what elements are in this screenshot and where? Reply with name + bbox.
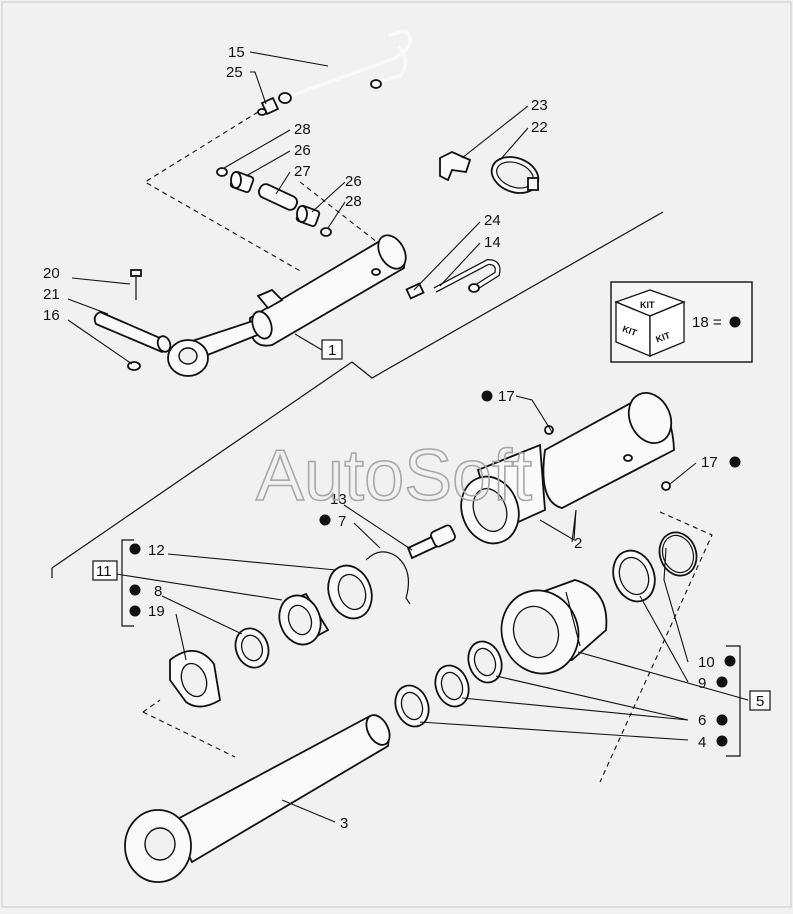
ring-9	[612, 549, 656, 603]
banjo-24	[405, 282, 425, 300]
label-15: 15	[228, 44, 245, 61]
bracket-left	[121, 539, 134, 627]
label-23: 23	[531, 97, 548, 114]
bush-26	[229, 171, 255, 193]
bullet-12	[129, 543, 141, 555]
label-26b: 26	[345, 173, 362, 190]
kit-text-left: KIT	[621, 324, 639, 339]
bullet-9	[716, 676, 728, 688]
bullet-8	[129, 584, 141, 596]
boxed-label-11: 11	[92, 560, 118, 581]
pipe-15	[278, 29, 412, 104]
label-14: 14	[484, 234, 501, 251]
boxed-label-1: 1	[321, 339, 343, 360]
o-ring-17a	[544, 425, 554, 435]
pin-21	[93, 311, 172, 354]
ring-28b	[320, 227, 332, 237]
barrel-2	[460, 392, 675, 545]
bullet-17a	[481, 390, 493, 402]
label-3: 3	[340, 815, 348, 832]
kit-text-top: KIT	[640, 300, 655, 310]
watermark: AutoSoft	[256, 436, 532, 516]
label-19: 19	[148, 603, 165, 620]
boxed-label-5: 5	[749, 690, 771, 711]
kit-equals-label: 18 =	[692, 314, 722, 331]
label-9: 9	[698, 675, 706, 692]
label-28b: 28	[345, 193, 362, 210]
label-7: 7	[338, 513, 346, 530]
label-17b: 17	[701, 454, 718, 471]
label-24: 24	[484, 212, 501, 229]
label-16: 16	[43, 307, 60, 324]
kit-bullet	[729, 316, 741, 328]
rod-3	[124, 714, 391, 883]
wiper-19	[169, 650, 221, 708]
clamp-22	[490, 156, 540, 194]
ring-6b	[434, 664, 470, 708]
seal-8	[234, 627, 270, 669]
clip-23	[439, 151, 472, 182]
label-25: 25	[226, 64, 243, 81]
cylinder-1	[167, 234, 407, 377]
bracket-right	[726, 645, 741, 757]
pipe-14	[433, 258, 501, 293]
label-21: 21	[43, 286, 60, 303]
kit-box: KIT KIT KIT 18 =	[610, 281, 753, 363]
kit-cube-icon: KIT KIT KIT	[614, 289, 686, 357]
label-22: 22	[531, 119, 548, 136]
label-20: 20	[43, 265, 60, 282]
label-10: 10	[698, 654, 715, 671]
ring-12	[327, 564, 373, 620]
ring-6a	[467, 640, 503, 684]
bullet-19	[129, 605, 141, 617]
svg-text:1: 1	[328, 342, 336, 359]
label-28a: 28	[294, 121, 311, 138]
label-8: 8	[154, 583, 162, 600]
bush-11	[278, 592, 330, 646]
bullet-4	[716, 735, 728, 747]
washer-16	[127, 361, 141, 371]
label-26a: 26	[294, 142, 311, 159]
piston-5	[500, 579, 608, 675]
svg-text:5: 5	[756, 693, 764, 710]
bullet-7	[319, 514, 331, 526]
bullet-6	[716, 714, 728, 726]
bullet-10	[724, 655, 736, 667]
o-ring-17b	[661, 481, 671, 491]
label-2: 2	[574, 535, 582, 552]
pin-27	[257, 183, 299, 211]
snap-ring-7	[365, 551, 411, 605]
label-17a: 17	[498, 388, 515, 405]
svg-text:11: 11	[96, 563, 112, 580]
bullet-17b	[729, 456, 741, 468]
label-12: 12	[148, 542, 165, 559]
ring-4	[394, 684, 430, 728]
ring-28	[216, 167, 228, 177]
bolt-13	[406, 524, 456, 560]
label-27: 27	[294, 163, 311, 180]
bolt-20	[130, 269, 142, 300]
label-13: 13	[330, 491, 347, 508]
fitting-25	[257, 96, 280, 116]
label-6: 6	[698, 712, 706, 729]
kit-text-right: KIT	[654, 330, 672, 345]
label-4: 4	[698, 734, 706, 751]
